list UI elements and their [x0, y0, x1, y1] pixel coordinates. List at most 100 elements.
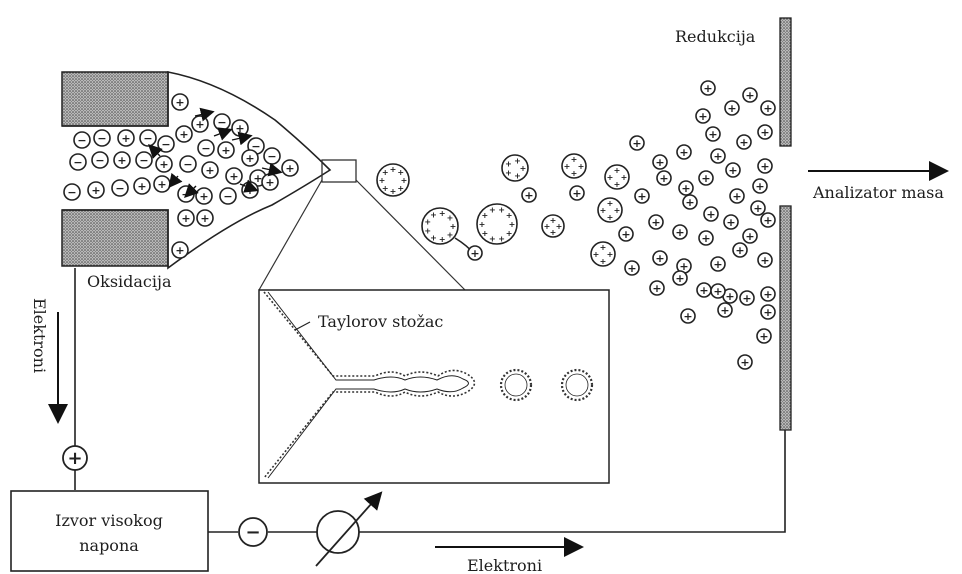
svg-text:+: +	[482, 229, 489, 238]
svg-text:+: +	[506, 229, 513, 238]
positive-ion: +	[175, 125, 193, 143]
positive-ion: +	[756, 328, 772, 344]
svg-text:+: +	[742, 292, 751, 305]
positive-ion: +	[171, 241, 189, 259]
positive-ion: +	[757, 158, 773, 174]
positive-ion: +	[652, 250, 668, 266]
high-voltage-source	[10, 490, 209, 572]
meter-icon	[315, 491, 383, 567]
svg-text:+: +	[621, 228, 630, 241]
svg-text:+: +	[621, 173, 628, 182]
svg-text:+: +	[652, 282, 661, 295]
svg-text:+: +	[520, 164, 527, 173]
svg-text:+: +	[91, 184, 100, 197]
svg-text:+: +	[397, 184, 404, 193]
negative-ion: −	[179, 155, 197, 173]
svg-text:+: +	[265, 176, 274, 189]
positive-ion: +	[722, 288, 738, 304]
svg-text:+: +	[627, 262, 636, 275]
charged-droplet: ++++	[541, 214, 565, 238]
negative-ion: −	[93, 129, 111, 147]
positive-ion: +	[676, 258, 692, 274]
positive-ion: +	[723, 214, 739, 230]
svg-text:+: +	[755, 180, 764, 193]
charged-droplet: ++++	[561, 153, 587, 179]
svg-text:+: +	[245, 152, 254, 165]
positive-ion: +	[629, 135, 645, 151]
cone-ion-arrows	[148, 107, 283, 198]
svg-text:+: +	[200, 212, 209, 225]
svg-text:+: +	[703, 82, 712, 95]
positive-ion: +	[757, 252, 773, 268]
svg-text:+: +	[137, 180, 146, 193]
svg-text:+: +	[450, 222, 457, 231]
svg-text:+: +	[514, 172, 521, 181]
svg-text:+: +	[447, 230, 454, 239]
svg-text:+: +	[655, 156, 664, 169]
svg-text:+: +	[195, 118, 204, 131]
negative-terminal: −	[238, 517, 268, 547]
svg-text:−: −	[143, 132, 152, 145]
svg-text:−: −	[77, 134, 86, 147]
positive-ion: +	[696, 282, 712, 298]
charged-droplet: ++++	[597, 197, 623, 223]
svg-text:−: −	[201, 142, 210, 155]
negative-ion: −	[263, 147, 281, 165]
positive-ion: +	[634, 188, 650, 204]
migration-arrow	[231, 131, 253, 146]
taylor-cone-outline	[62, 71, 332, 270]
positive-ion: +	[705, 126, 721, 142]
svg-text:+: +	[614, 180, 621, 189]
svg-text:+: +	[607, 213, 614, 222]
taylor-cone-inset	[258, 289, 610, 484]
negative-ion: −	[111, 179, 129, 197]
positive-ion: +	[698, 230, 714, 246]
svg-text:+: +	[675, 272, 684, 285]
negative-ion: −	[69, 153, 87, 171]
positive-ion: +	[703, 206, 719, 222]
positive-ion: +	[742, 87, 758, 103]
svg-text:+: +	[571, 169, 578, 178]
svg-text:+: +	[732, 190, 741, 203]
svg-text:+: +	[505, 169, 512, 178]
svg-text:+: +	[593, 250, 600, 259]
svg-text:+: +	[424, 218, 431, 227]
svg-text:+: +	[607, 199, 614, 208]
negative-ion: −	[91, 151, 109, 169]
negative-ion: −	[135, 151, 153, 169]
gas-phase-ions: ++++++++++++++++++++++++++++++++++++++++…	[467, 80, 776, 370]
taylor-cone-label: Taylorov stožac	[318, 312, 443, 331]
positive-ion: +	[739, 290, 755, 306]
positive-ion: +	[191, 115, 209, 133]
positive-ion: +	[724, 100, 740, 116]
svg-text:−: −	[251, 140, 260, 153]
positive-ion: +	[231, 119, 249, 137]
svg-text:+: +	[382, 168, 389, 177]
svg-text:+: +	[614, 166, 621, 175]
svg-text:+: +	[489, 206, 496, 215]
svg-text:+: +	[424, 226, 431, 235]
migration-arrow	[213, 127, 233, 141]
svg-text:+: +	[159, 158, 168, 171]
positive-ion: +	[752, 178, 768, 194]
charged-droplets: ++++++++++++++++++++++++++++++++++++++++…	[376, 153, 630, 267]
reduction-electrode-lower	[779, 205, 792, 431]
svg-text:+: +	[706, 208, 715, 221]
positive-ion: +	[736, 134, 752, 150]
svg-text:−: −	[161, 138, 170, 151]
svg-text:+: +	[614, 206, 621, 215]
svg-text:+: +	[607, 250, 614, 259]
capillary-upper-electrode	[61, 71, 169, 127]
svg-text:+: +	[157, 178, 166, 191]
positive-ion: +	[700, 80, 716, 96]
positive-ion: +	[760, 304, 776, 320]
positive-ion: +	[742, 228, 758, 244]
positive-ion: +	[652, 154, 668, 170]
svg-text:+: +	[564, 162, 571, 171]
svg-text:−: −	[67, 186, 76, 199]
svg-text:−: −	[95, 154, 104, 167]
svg-text:−: −	[217, 116, 226, 129]
capillary-lower-electrode	[61, 209, 169, 267]
negative-ion: −	[219, 187, 237, 205]
positive-ion: +	[196, 209, 214, 227]
